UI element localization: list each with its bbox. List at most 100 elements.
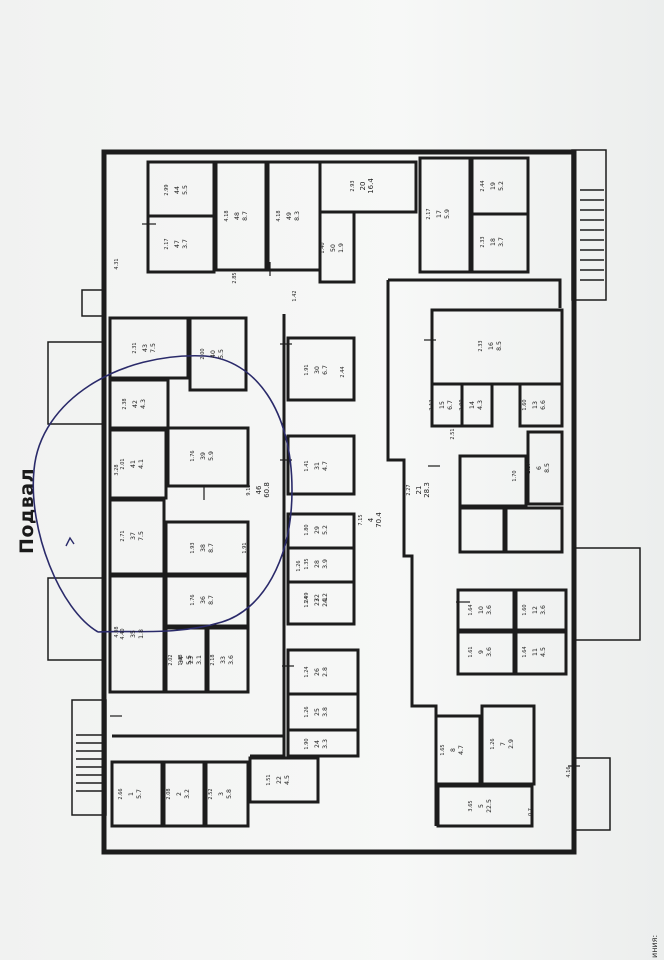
wall-box2: [504, 506, 564, 554]
wall-r42: [108, 378, 170, 430]
room-number: 34: [178, 656, 185, 664]
wall-r43: [108, 316, 190, 380]
room-area: 5.2: [498, 181, 505, 191]
room-area: 8.7: [242, 211, 249, 221]
wall-r33: [206, 626, 250, 694]
room-number: 20: [359, 182, 367, 191]
room-dimension: 4.18: [224, 210, 230, 221]
room-area: 3.6: [486, 647, 493, 657]
wall-r41: [108, 428, 168, 500]
wall-r39: [166, 426, 250, 488]
room-number: 31: [314, 462, 321, 470]
room-number: 5: [478, 804, 485, 808]
room-dimension: 1.76: [190, 450, 196, 461]
room-dimension: 2.52: [208, 788, 214, 799]
corridor-wall-north: [388, 278, 562, 308]
room-area: 8.5: [496, 341, 503, 351]
wall-r29: [286, 512, 356, 550]
wall-r18: [470, 212, 530, 274]
room-area: 4.2: [322, 593, 329, 603]
dimension-label: 1.26: [296, 560, 302, 571]
dimension-label: 4.08: [114, 626, 120, 637]
wall-r7: [480, 704, 536, 786]
room-area: 4.5: [540, 647, 547, 657]
room-area: 5.5: [186, 655, 193, 665]
room-area: 2.9: [508, 739, 515, 749]
wall-r30: [286, 336, 356, 402]
wall-r1: [110, 760, 164, 828]
room-area: 2.8: [322, 667, 329, 677]
room-area: 3.9: [322, 559, 329, 569]
stair-steps: [580, 189, 604, 281]
room-number: 10: [478, 606, 485, 614]
room-area: 3.7: [182, 239, 189, 249]
room-area: 5.8: [226, 789, 233, 799]
room-dimension: 1.26: [490, 738, 496, 749]
room-number: 38: [200, 544, 207, 552]
room-dimension: 1.24: [304, 666, 310, 677]
wall-r2: [162, 760, 206, 828]
room-area: 3.2: [184, 789, 191, 799]
door-marks: [110, 223, 580, 767]
room-dimension: 2.00: [200, 348, 206, 359]
window-pit: [47, 577, 105, 661]
room-number: 15: [439, 401, 446, 409]
room-dimension: 2.57: [526, 462, 532, 473]
dimension-label: 1.91: [242, 542, 248, 553]
room-number: 35: [130, 630, 137, 638]
dimension-label: 2.44: [340, 366, 346, 377]
wall-r16: [430, 308, 564, 386]
dimension-label: 4.16: [566, 766, 572, 777]
highlight-tick: [65, 536, 75, 547]
room-area: 5.2: [322, 525, 329, 535]
room-dimension: 2.93: [350, 180, 356, 191]
room-number: 28: [314, 560, 321, 568]
room-number: 1: [128, 792, 135, 796]
room-area: 22.5: [486, 799, 493, 813]
corner-text: иния:: [648, 920, 664, 960]
room-area: 5.7: [136, 789, 143, 799]
room-number: 36: [200, 596, 207, 604]
wall-r22: [248, 756, 320, 804]
room-dimension: 1.49: [304, 592, 310, 603]
room-dimension: 1.76: [190, 594, 196, 605]
room-dimension: 1.60: [522, 399, 528, 410]
room-area: 4.3: [140, 399, 147, 409]
room-area: 4.3: [477, 400, 484, 410]
room-area: 3.8: [322, 707, 329, 717]
room-dimension: 2.66: [118, 788, 124, 799]
room-area: 5.9: [444, 209, 451, 219]
room-dimension: 1.26: [304, 706, 310, 717]
room-number: 2: [176, 792, 183, 796]
room-dimension: 2.17: [426, 208, 432, 219]
room-dimension: 2.01: [120, 458, 126, 469]
wall-r31: [286, 434, 356, 496]
wall-r6: [526, 430, 564, 506]
wall-r5: [436, 784, 534, 828]
column-stub: [81, 289, 105, 317]
window-pit: [573, 547, 641, 641]
wall-r40: [188, 316, 248, 392]
highlight-circle: [32, 355, 293, 633]
interior-walls: [108, 156, 568, 828]
room-number: 6: [536, 466, 543, 470]
room-number: 14: [469, 401, 476, 409]
room-dimension: 2.38: [122, 398, 128, 409]
